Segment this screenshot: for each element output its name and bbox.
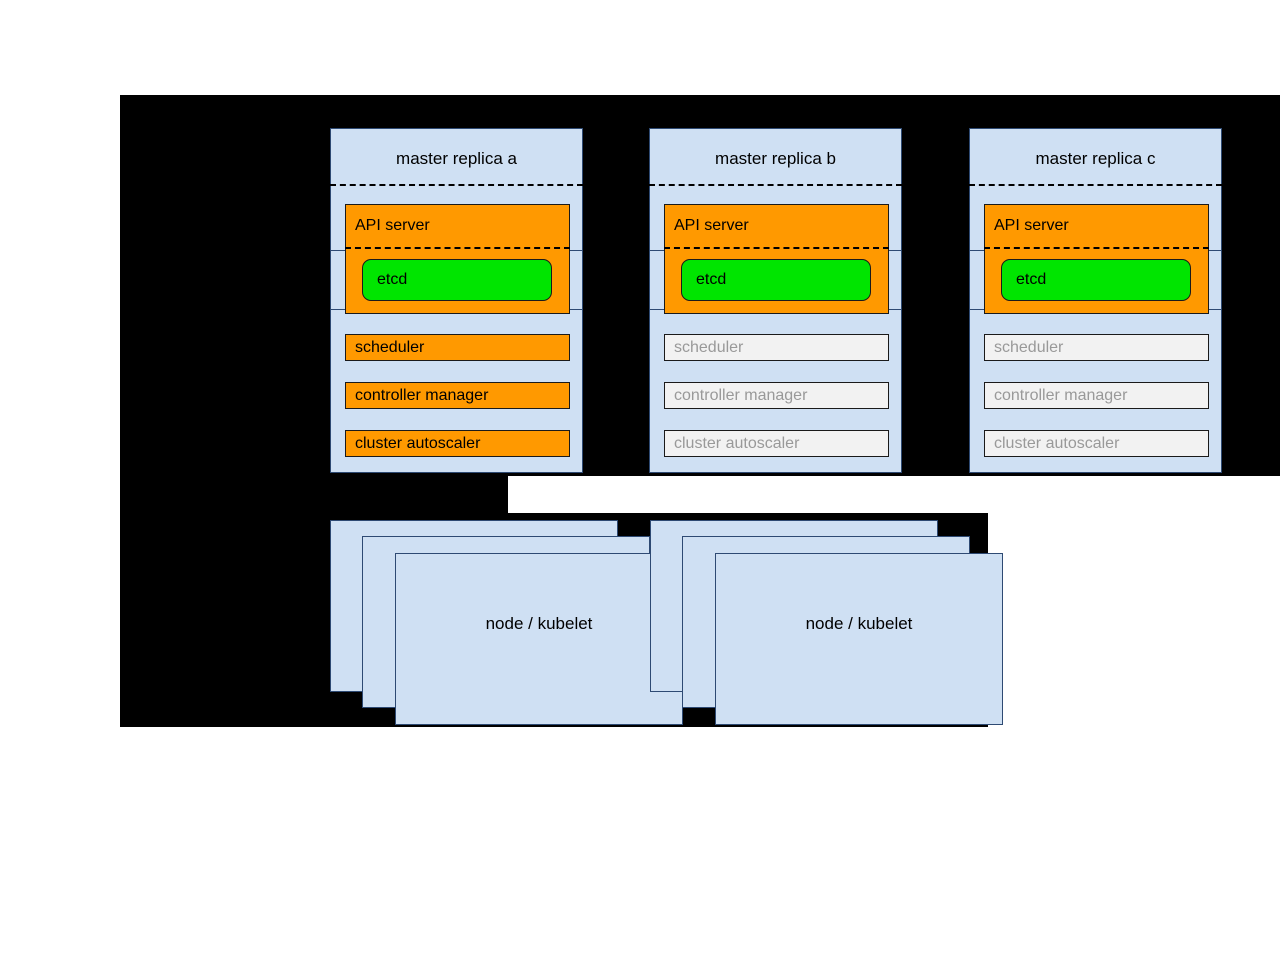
replica-b-api-server-dashed-separator [664, 247, 889, 249]
node-group-1[interactable]: node / kubelet [330, 520, 683, 730]
replica-b-controller-manager[interactable]: controller manager [664, 382, 889, 409]
replica-b-scheduler[interactable]: scheduler [664, 334, 889, 361]
node-card-front[interactable]: node / kubelet [715, 553, 1003, 725]
replica-c-controller-manager[interactable]: controller manager [984, 382, 1209, 409]
replica-b-api-server-block[interactable]: API server etcd [664, 204, 889, 314]
replica-a-controller-manager[interactable]: controller manager [345, 382, 570, 409]
replica-a-etcd[interactable]: etcd [362, 259, 552, 301]
replica-c-etcd[interactable]: etcd [1001, 259, 1191, 301]
node-group-2-label: node / kubelet [805, 614, 913, 633]
replica-a-api-server-dashed-separator [345, 247, 570, 249]
node-card-front[interactable]: node / kubelet [395, 553, 683, 725]
replica-a-scheduler[interactable]: scheduler [345, 334, 570, 361]
replica-a-api-server-block[interactable]: API server etcd [345, 204, 570, 314]
replica-c-scheduler[interactable]: scheduler [984, 334, 1209, 361]
replica-c-api-server-label: API server [994, 217, 1069, 234]
node-group-1-label: node / kubelet [485, 614, 593, 633]
replica-c-api-server-dashed-separator [984, 247, 1209, 249]
master-replica-b[interactable]: master replica b API server etcd schedul… [649, 128, 902, 473]
replica-b-cluster-autoscaler[interactable]: cluster autoscaler [664, 430, 889, 457]
replica-a-api-server-label: API server [355, 217, 430, 234]
replica-c-dashed-separator-1 [969, 184, 1222, 186]
master-replica-b-title: master replica b [715, 149, 836, 168]
master-replica-a[interactable]: master replica a API server etcd schedul… [330, 128, 583, 473]
master-replica-a-title: master replica a [396, 149, 517, 168]
master-replica-c-title: master replica c [1035, 149, 1156, 168]
replica-c-cluster-autoscaler[interactable]: cluster autoscaler [984, 430, 1209, 457]
replica-a-dashed-separator-1 [330, 184, 583, 186]
replica-b-api-server-label: API server [674, 217, 749, 234]
replica-a-cluster-autoscaler[interactable]: cluster autoscaler [345, 430, 570, 457]
replica-b-dashed-separator-1 [649, 184, 902, 186]
replica-b-etcd[interactable]: etcd [681, 259, 871, 301]
master-replica-c[interactable]: master replica c API server etcd schedul… [969, 128, 1222, 473]
node-group-2[interactable]: node / kubelet [650, 520, 1003, 730]
replica-c-api-server-block[interactable]: API server etcd [984, 204, 1209, 314]
